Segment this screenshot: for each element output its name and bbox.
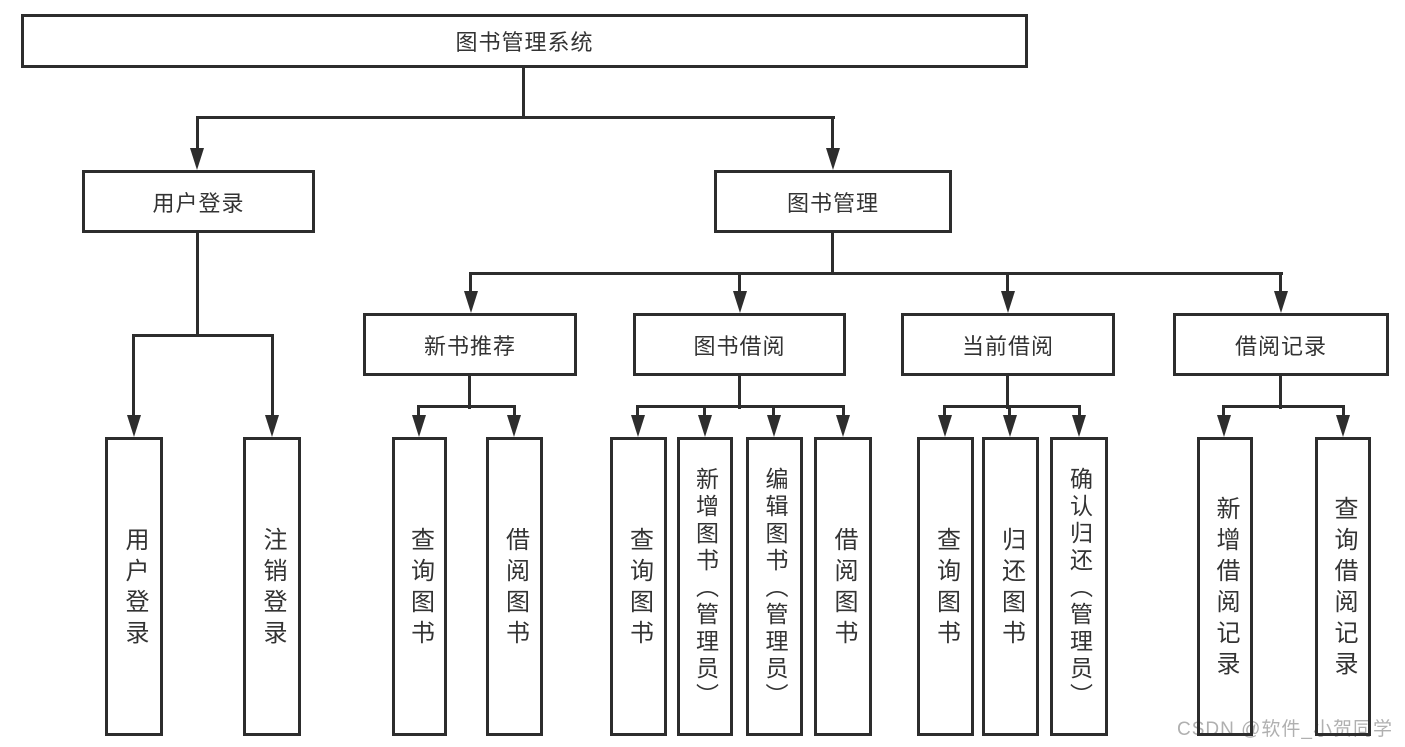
arrow-down-icon — [1072, 415, 1086, 437]
arrow-down-icon — [507, 415, 521, 437]
connector-stub — [943, 405, 946, 417]
arrow-down-icon — [1217, 415, 1231, 437]
leaf-user-login: 用户登录 — [105, 437, 163, 736]
connector-stub — [831, 116, 834, 150]
connector-hline — [636, 405, 845, 408]
connector-hline — [417, 405, 516, 408]
arrow-down-icon — [1274, 291, 1288, 313]
arrow-down-icon — [836, 415, 850, 437]
connector-vline — [468, 376, 471, 409]
node-user-login: 用户登录 — [82, 170, 315, 233]
node-borrow-records: 借阅记录 — [1173, 313, 1389, 376]
arrow-down-icon — [1003, 415, 1017, 437]
arrow-down-icon — [733, 291, 747, 313]
csdn-watermark: CSDN @软件_小贺同学 — [1177, 719, 1393, 740]
arrow-down-icon — [127, 415, 141, 437]
connector-stub — [132, 334, 135, 417]
leaf-edit-books-admin: 编辑图书（管理员） — [746, 437, 803, 736]
leaf-return-books: 归还图书 — [982, 437, 1039, 736]
leaf-query-borrow-record: 查询借阅记录 — [1315, 437, 1371, 736]
connector-login-vline — [196, 233, 199, 335]
arrow-down-icon — [938, 415, 952, 437]
arrow-down-icon — [464, 291, 478, 313]
connector-stub — [772, 405, 775, 417]
leaf-borrow-books: 借阅图书 — [814, 437, 872, 736]
connector-stub — [703, 405, 706, 417]
arrow-down-icon — [826, 148, 840, 170]
connector-stub — [417, 405, 420, 417]
connector-stub — [196, 116, 199, 150]
leaf-query-books-borrow: 查询图书 — [610, 437, 667, 736]
connector-stub — [271, 334, 274, 417]
leaf-query-books-current: 查询图书 — [917, 437, 974, 736]
leaf-logout: 注销登录 — [243, 437, 301, 736]
connector-stub — [469, 272, 472, 295]
connector-vline — [1006, 376, 1009, 409]
arrow-down-icon — [1336, 415, 1350, 437]
node-book-borrow: 图书借阅 — [633, 313, 846, 376]
connector-vline — [1279, 376, 1282, 409]
connector-login-hline — [132, 334, 274, 337]
connector-hline — [1222, 405, 1345, 408]
node-new-book-recommend: 新书推荐 — [363, 313, 577, 376]
node-current-borrow: 当前借阅 — [901, 313, 1115, 376]
connector-stub — [513, 405, 516, 417]
connector-root-hline — [196, 116, 835, 119]
connector-vline — [738, 376, 741, 409]
connector-stub — [1008, 405, 1011, 417]
leaf-add-books-admin: 新增图书（管理员） — [677, 437, 733, 736]
connector-stub — [636, 405, 639, 417]
arrow-down-icon — [631, 415, 645, 437]
connector-stub — [1342, 405, 1345, 417]
leaf-query-books-recommend: 查询图书 — [392, 437, 447, 736]
connector-root-vline — [522, 68, 525, 117]
connector-stub — [1222, 405, 1225, 417]
leaf-borrow-books-recommend: 借阅图书 — [486, 437, 543, 736]
connector-stub — [1006, 272, 1009, 295]
arrow-down-icon — [265, 415, 279, 437]
connector-mgmt-vline — [831, 233, 834, 274]
node-root-library-management-system: 图书管理系统 — [21, 14, 1028, 68]
connector-mgmt-hline — [469, 272, 1283, 275]
connector-stub — [738, 272, 741, 295]
leaf-add-borrow-record: 新增借阅记录 — [1197, 437, 1253, 736]
connector-stub — [842, 405, 845, 417]
arrow-down-icon — [698, 415, 712, 437]
node-book-management: 图书管理 — [714, 170, 952, 233]
arrow-down-icon — [767, 415, 781, 437]
arrow-down-icon — [412, 415, 426, 437]
leaf-confirm-return-admin: 确认归还（管理员） — [1050, 437, 1108, 736]
connector-stub — [1279, 272, 1282, 295]
connector-stub — [1078, 405, 1081, 417]
arrow-down-icon — [1001, 291, 1015, 313]
connector-hline — [943, 405, 1081, 408]
arrow-down-icon — [190, 148, 204, 170]
